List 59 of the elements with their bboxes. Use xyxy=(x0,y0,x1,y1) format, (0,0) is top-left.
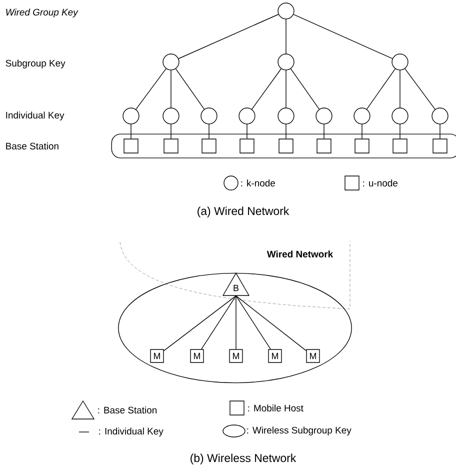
key-circle xyxy=(162,54,180,70)
row-label: Base Station xyxy=(6,142,58,150)
key-circle xyxy=(122,108,140,124)
legend-label: : Individual Key xyxy=(99,428,164,436)
connector-line xyxy=(130,124,132,140)
legend-label: : Base Station xyxy=(98,406,157,414)
connector-line xyxy=(236,295,307,352)
host-square xyxy=(354,138,370,154)
key-circle xyxy=(432,108,448,124)
host-square xyxy=(164,138,178,154)
figure-caption: (b) Wireless Network xyxy=(190,454,296,464)
connector-line xyxy=(246,124,248,140)
key-circle xyxy=(200,108,218,124)
host-square xyxy=(316,138,332,154)
subgroup-ellipse xyxy=(118,272,352,384)
legend-label: : Mobile Host xyxy=(248,404,304,412)
connector-line xyxy=(136,68,166,110)
row-label: Wired Group Key xyxy=(6,8,78,18)
connector-line xyxy=(293,14,393,59)
connector-line xyxy=(366,68,396,110)
host-square xyxy=(278,138,294,154)
connector-line xyxy=(252,68,282,110)
region-label: Wired Network xyxy=(266,250,334,258)
connector-line xyxy=(290,68,320,110)
host-square xyxy=(392,138,408,154)
key-circle xyxy=(392,108,408,124)
connector-line xyxy=(170,70,172,108)
connector-line xyxy=(404,68,436,110)
legend-label: : u-node xyxy=(363,180,398,186)
host-square: M xyxy=(268,349,282,363)
host-square: M xyxy=(306,349,320,363)
host-square xyxy=(124,138,138,154)
host-square: M xyxy=(150,349,164,363)
host-square xyxy=(240,138,254,154)
key-circle xyxy=(392,54,408,70)
key-circle xyxy=(278,2,294,20)
key-circle xyxy=(162,108,180,124)
key-circle xyxy=(354,108,370,124)
connector-line xyxy=(178,14,279,59)
legend-label: : k-node xyxy=(241,180,275,186)
connector-line xyxy=(170,124,172,140)
figure-caption: (a) Wired Network xyxy=(198,206,290,218)
host-square: M xyxy=(229,349,243,363)
row-label: Individual Key xyxy=(6,112,64,120)
host-square xyxy=(202,138,216,154)
connector-line xyxy=(236,295,271,350)
row-label: Subgroup Key xyxy=(6,60,66,68)
host-square xyxy=(432,138,448,154)
connector-line xyxy=(175,68,205,110)
key-circle xyxy=(316,108,332,124)
key-circle xyxy=(278,54,294,70)
connector-line xyxy=(201,295,236,350)
key-circle xyxy=(238,108,256,124)
host-square: M xyxy=(190,349,204,363)
connector-line xyxy=(163,295,236,352)
legend-label: : Wireless Subgroup Key xyxy=(247,426,352,436)
key-circle xyxy=(278,108,294,124)
base-station-band xyxy=(111,134,456,158)
connector-line xyxy=(208,124,210,140)
